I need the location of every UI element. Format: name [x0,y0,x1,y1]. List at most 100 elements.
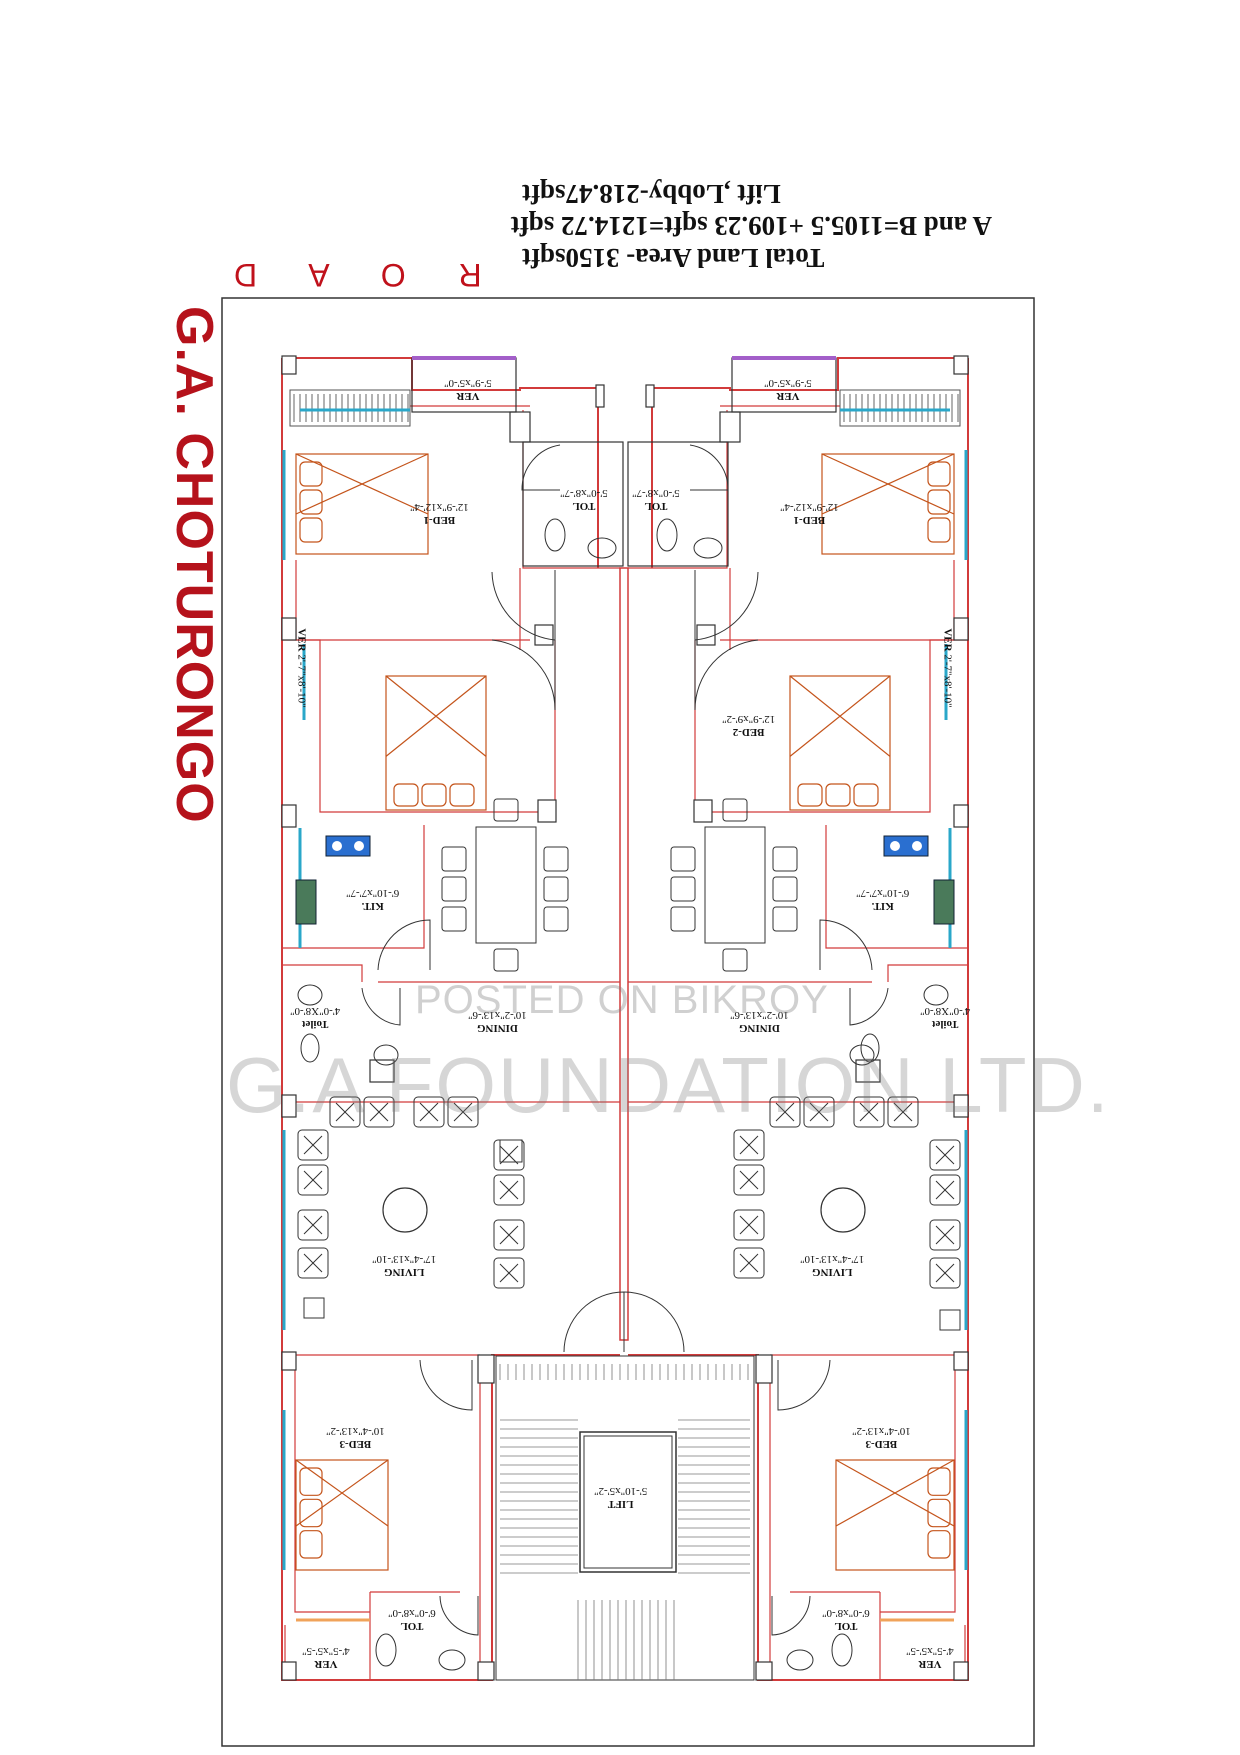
sofa-seat [733,1129,765,1161]
bed1-left-pillow [299,517,323,543]
bed3-left-sheet [295,1459,389,1527]
sofa-seat-x [369,1102,389,1122]
sofa-seat [493,1257,525,1289]
sofa-seat [297,1129,329,1161]
dining-right-chair [722,798,748,822]
sofa-seat [929,1174,961,1206]
windows [282,408,968,1622]
side-table-left [303,1297,325,1319]
bed3-right [835,1459,955,1571]
bed1-left-sheet [295,453,429,515]
label-kit-left: KIT.6'-10"x7'-7" [346,887,400,912]
sofa-seat-x [303,1170,323,1190]
bed1-right-pillow [927,489,951,515]
wc-fixtures [297,518,949,1671]
bed3-left-pillow [299,1467,323,1496]
sofa-seat-x [453,1102,473,1122]
sofa-seat [297,1164,329,1196]
party-wall [619,567,629,1341]
sofa-seat-x [303,1253,323,1273]
sofa-seat [733,1209,765,1241]
sofa-seat-x [775,1102,795,1122]
dining-right-chair [722,948,748,972]
dining-left-chair [441,846,467,872]
sofa-seat-x [739,1253,759,1273]
bed2-right-pillow [797,783,823,807]
dining-right-chair [772,906,798,932]
dining-left-chair [441,906,467,932]
dining-right-chair [772,846,798,872]
watermark-posted: POSTED ON BIKROY [415,978,829,1022]
bed3-left-pillow [299,1530,323,1559]
dining-left-chair [543,906,569,932]
bed2-left [385,675,487,811]
bed2-left-sheet [385,675,487,757]
stair-core [495,1355,755,1681]
sofa-seat [493,1219,525,1251]
dining-right-chair [670,876,696,902]
sofa-seat-x [739,1170,759,1190]
sofa-seat [493,1174,525,1206]
bed1-right-sheet [821,453,955,515]
doors [361,444,889,1636]
bed1-right [821,453,955,555]
dining-right-table [704,826,766,944]
sofa-seat [929,1139,961,1171]
dining-left-table [475,826,537,944]
sofa-seat-x [809,1102,829,1122]
dining-right-chair [670,846,696,872]
coffee-table-left [382,1187,428,1233]
sink-left [295,879,317,925]
dining-left-chair [543,876,569,902]
sofa-seat-x [739,1215,759,1235]
ver-rail-right [732,356,836,360]
sofa-seat [363,1096,395,1128]
sofa-seat-x [739,1135,759,1155]
sofa-seat-x [935,1263,955,1283]
label-ver-side-left: VER 2'-7"x8'-10" [295,628,308,708]
label-ver-side-right: VER 2'-7"x8'-10" [941,628,954,708]
bed2-left-pillow [449,783,475,807]
sofa-seat [769,1096,801,1128]
bed3-left-pillow [299,1498,323,1528]
coffee-table-right [820,1187,866,1233]
dining-left-chair [493,948,519,972]
bed1-left-pillow [299,461,323,487]
bed3-right-pillow [927,1530,951,1559]
bed3-right-pillow [927,1498,951,1528]
bed2-right-pillow [825,783,851,807]
sofa-seat-x [335,1102,355,1122]
sofa-seat [329,1096,361,1128]
bed1-left [295,453,429,555]
sofa-seat-x [499,1180,519,1200]
tol-top-right [627,441,729,567]
tol-top-left [522,441,624,567]
label-kit-right: KIT.6'-10"x7'-7" [856,887,910,912]
sofa-seat-x [893,1102,913,1122]
dining-right-chair [670,906,696,932]
bed1-right-pillow [927,461,951,487]
sofa-seat-x [499,1225,519,1245]
sofa-seat-x [303,1135,323,1155]
sofa-seat-x [499,1263,519,1283]
bed3-left [295,1459,389,1571]
sofa-seat [887,1096,919,1128]
sofa-seat [413,1096,445,1128]
sofa-seat-x [303,1215,323,1235]
dining-right-chair [772,876,798,902]
